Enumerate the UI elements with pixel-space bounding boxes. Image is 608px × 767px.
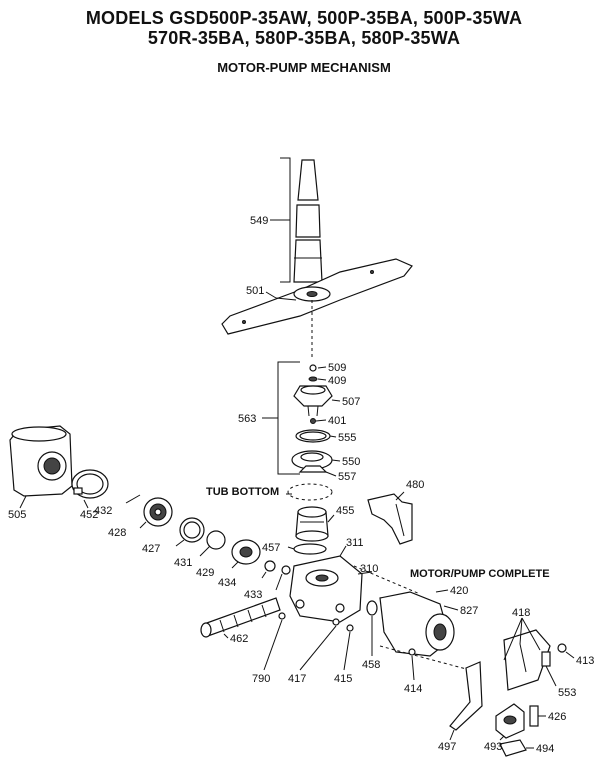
part-418-bracket [503,629,567,691]
label-550: 550 [342,456,360,468]
part-428-impeller [143,497,173,527]
label-426: 426 [548,711,566,723]
label-413: 413 [576,655,594,667]
label-458: 458 [362,659,380,671]
part-501-spray-arm [221,258,413,360]
part-563-hub-assembly [262,361,333,475]
part-417-screw [332,618,340,626]
part-434-nut [264,560,276,572]
part-452-clamp [71,469,109,499]
label-432: 432 [94,505,112,517]
label-555: 555 [338,432,356,444]
label-415: 415 [334,673,352,685]
label-563: 563 [238,413,256,425]
label-462: 462 [230,633,248,645]
part-number-labels: 549 501 509 409 507 563 401 555 550 557 … [8,215,594,755]
label-557: 557 [338,471,356,483]
label-480: 480 [406,479,424,491]
part-433-washer [281,565,291,575]
label-455: 455 [336,505,354,517]
part-311-pump-body [289,555,363,623]
label-509: 509 [328,362,346,374]
part-432-screw [125,494,141,504]
label-420: 420 [450,585,468,597]
label-553: 553 [558,687,576,699]
part-motor [353,565,471,671]
part-494-clip [499,739,527,757]
label-501: 501 [246,285,264,297]
leader-lines [19,291,575,749]
label-418: 418 [512,607,530,619]
part-458-seal [366,600,378,616]
label-414: 414 [404,683,422,695]
label-434: 434 [218,577,236,589]
label-457: 457 [262,542,280,554]
part-462-hose [200,597,281,638]
label-497: 497 [438,741,456,753]
part-427-ring [179,517,205,543]
label-433: 433 [244,589,262,601]
tub-bottom-label: TUB BOTTOM [206,486,279,498]
label-310: 310 [360,563,378,575]
part-429-impeller [231,539,261,565]
diagram-subtitle: MOTOR-PUMP MECHANISM [217,60,391,75]
diagram-title-line2: 570R-35BA, 580P-35BA, 580P-35WA [147,28,461,48]
label-827: 827 [460,605,478,617]
part-414-screw [408,648,416,656]
tub-bottom-outline [287,483,333,501]
part-455-sump [295,506,329,542]
label-790: 790 [252,673,270,685]
label-493: 493 [484,741,502,753]
label-427: 427 [142,543,160,555]
label-428: 428 [108,527,126,539]
part-497-bracket [449,661,483,731]
label-431: 431 [174,557,192,569]
label-409: 409 [328,375,346,387]
part-790-screw [278,612,286,620]
part-505-housing [9,425,73,497]
part-415-screw [346,624,354,632]
label-505: 505 [8,509,26,521]
label-311: 311 [346,537,364,549]
label-429: 429 [196,567,214,579]
part-457-gasket [293,543,327,555]
label-401: 401 [328,415,346,427]
label-507: 507 [342,396,360,408]
diagram-title-line1: MODELS GSD500P-35AW, 500P-35BA, 500P-35W… [85,8,523,28]
part-493-switch [495,703,525,739]
label-452: 452 [80,509,98,521]
part-426-pin [529,705,539,727]
label-549: 549 [250,215,268,227]
label-494: 494 [536,743,554,755]
motor-pump-complete-label: MOTOR/PUMP COMPLETE [410,568,550,580]
part-549-tube-set [270,157,323,283]
part-431-washer [206,530,226,550]
part-480-duct [367,493,413,545]
label-417: 417 [288,673,306,685]
